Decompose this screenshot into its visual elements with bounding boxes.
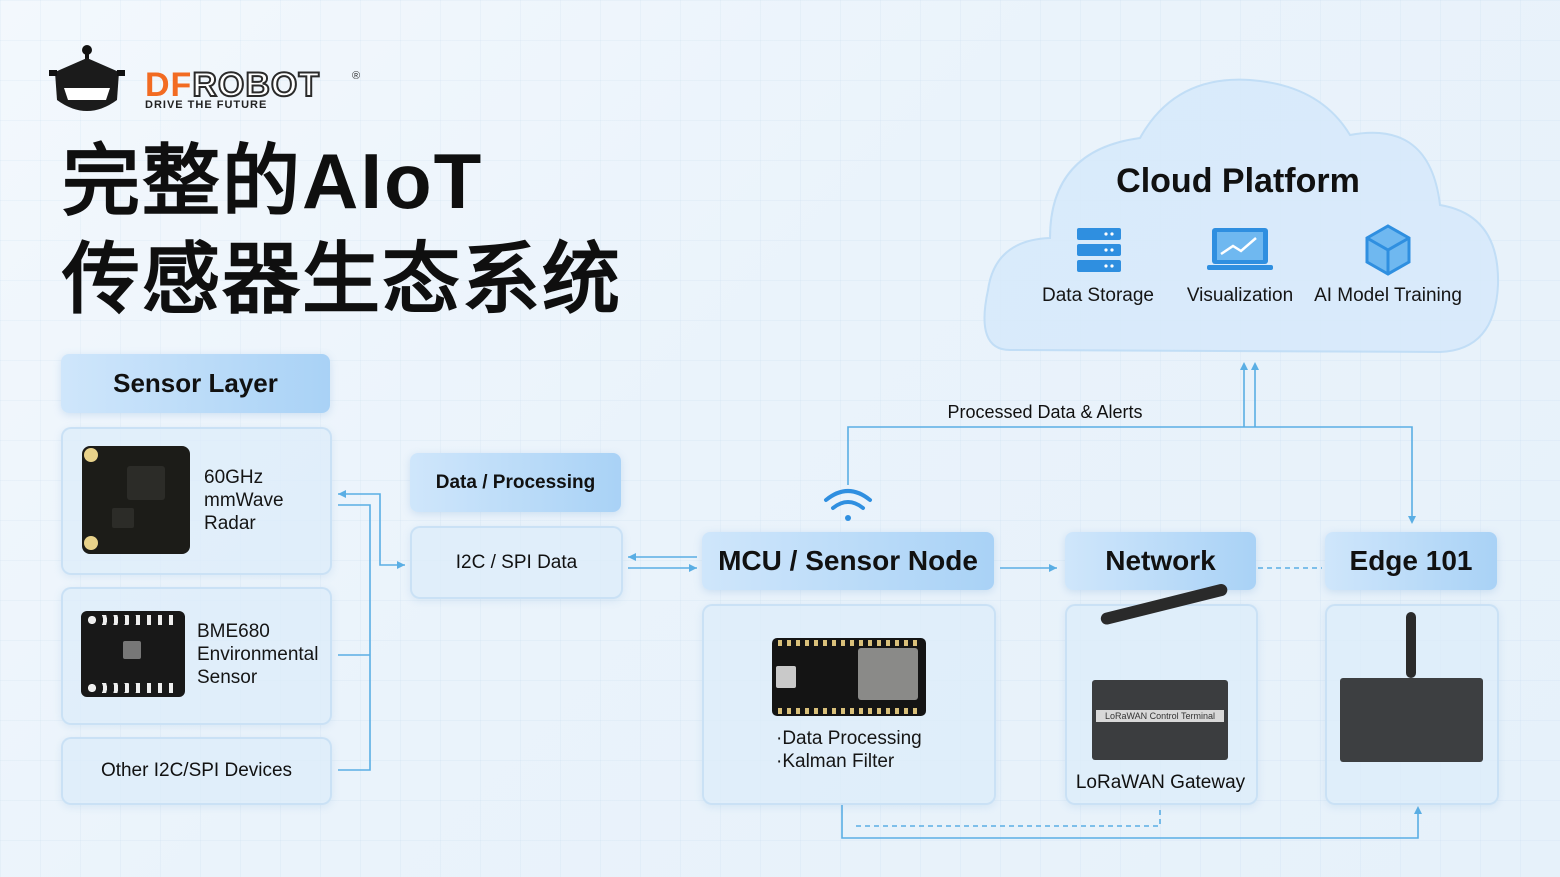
data-storage-label: Data Storage: [1042, 285, 1154, 306]
other-devices-label: Other I2C/SPI Devices: [100, 760, 293, 781]
radar-label-3: Radar: [204, 513, 256, 534]
bus-data-label: I2C / SPI Data: [455, 551, 578, 573]
brand-wordmark: DFROBOT: [145, 65, 321, 105]
cloud-shape: [983, 78, 1500, 354]
page-title-line2: 传感器生态系统: [62, 235, 623, 323]
processed-data-flow-label: Processed Data & Alerts: [947, 402, 1143, 422]
page-title-line1: 完整的AIoT: [62, 137, 484, 225]
bme680-label-2: Environmental: [197, 644, 319, 665]
edge-header: Edge 101: [1325, 532, 1497, 590]
radar-label-1: 60GHz: [204, 467, 264, 488]
edge-controller-image: [1340, 678, 1483, 762]
visualization-label: Visualization: [1186, 285, 1294, 306]
registered-mark: ®: [352, 70, 361, 82]
mcu-item-1: ·Data Processing: [776, 728, 922, 749]
bus-data-card: I2C / SPI Data: [410, 526, 623, 599]
bme680-label-1: BME680: [197, 621, 270, 642]
server-icon: [1077, 228, 1121, 272]
network-header: Network: [1065, 532, 1256, 590]
cloud-platform-title: Cloud Platform: [1116, 162, 1360, 200]
sensor-layer-header: Sensor Layer: [61, 354, 330, 413]
cube-icon: [1365, 224, 1411, 276]
gateway-screen-label: LoRaWAN Control Terminal: [1096, 710, 1224, 722]
brand-tagline: DRIVE THE FUTURE: [145, 99, 268, 111]
other-devices-card: Other I2C/SPI Devices: [61, 737, 332, 805]
dfrobot-logo-icon: [49, 45, 125, 111]
bme680-label-3: Sensor: [197, 667, 258, 688]
bme680-module-image: [81, 611, 185, 697]
connector-lines: [338, 366, 1419, 839]
radar-label-2: mmWave: [204, 490, 284, 511]
edge-antenna-image: [1406, 612, 1416, 678]
arrow-heads: [338, 362, 1422, 814]
lorawan-gateway-image: LoRaWAN Control Terminal: [1092, 680, 1228, 760]
monitor-chart-icon: [1207, 228, 1273, 270]
radar-module-image: [82, 446, 190, 554]
mcu-item-2: ·Kalman Filter: [776, 751, 895, 772]
mcu-header: MCU / Sensor Node: [702, 532, 994, 590]
mcu-board-image: [772, 638, 926, 716]
lorawan-gateway-label: LoRaWAN Gateway: [1075, 772, 1246, 793]
ai-model-training-label: AI Model Training: [1314, 285, 1462, 306]
wifi-icon: [824, 489, 872, 521]
data-processing-header: Data / Processing: [410, 453, 621, 512]
